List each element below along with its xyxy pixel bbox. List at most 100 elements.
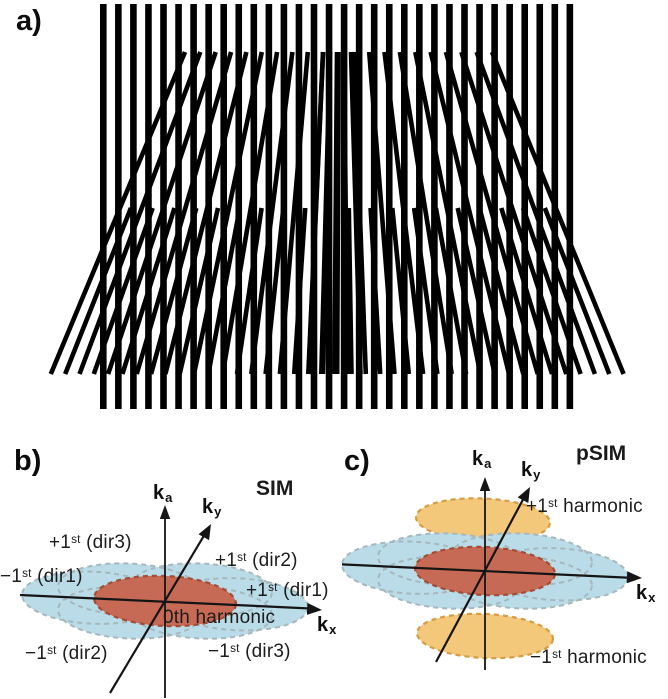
fan-line	[368, 207, 383, 375]
grating-bar	[461, 4, 468, 409]
fan-line	[91, 207, 155, 375]
fan-line	[413, 51, 483, 375]
fan-line	[206, 207, 243, 375]
fan-line	[366, 51, 397, 375]
kx-axis-arrow	[626, 571, 642, 584]
otf-support-outline	[129, 585, 273, 640]
fan-line	[346, 207, 354, 375]
diagonal-fan-grating	[48, 51, 626, 375]
fan-line	[443, 51, 540, 375]
fan-line	[428, 51, 512, 375]
grating-bar	[431, 4, 438, 409]
fan-line	[77, 51, 203, 375]
panel-c-ka-axis-label: ka	[472, 448, 492, 472]
panel-c-label-plus1st-harmonic: +1st harmonic	[526, 496, 643, 517]
otf-support-outline	[129, 562, 273, 617]
otf-support-outline	[449, 532, 593, 587]
panel-c-title: pSIM	[576, 442, 627, 465]
fan-line	[411, 207, 440, 375]
grating-bar	[491, 4, 498, 409]
panel-c-kx-axis-label: kx	[636, 583, 656, 606]
ky-axis-line	[435, 494, 527, 663]
axis-label-sub: a	[165, 490, 173, 506]
fan-line	[382, 51, 426, 375]
fan-line	[177, 207, 221, 375]
grating-bar	[130, 4, 137, 409]
grating-bar	[370, 4, 378, 409]
axial-harmonic-ellipse	[416, 498, 550, 542]
panel-b-label-plus1st-dir1: +1st (dir1)	[246, 580, 329, 601]
axis-label-base: k	[472, 448, 484, 470]
grating-bar	[536, 4, 544, 409]
axial-harmonic-outline	[415, 612, 555, 660]
fan-line	[48, 51, 188, 375]
fan-line	[277, 51, 311, 375]
ky-axis-arrow	[517, 487, 530, 503]
fan-line	[163, 51, 249, 375]
sim-spectrum-diagram	[19, 505, 322, 698]
panel-b-ka-axis-label: ka	[153, 482, 173, 506]
fan-line	[249, 51, 295, 375]
fan-line	[542, 207, 612, 375]
grating-bar	[446, 4, 453, 409]
grating-bar	[235, 4, 243, 409]
grating-bar	[566, 4, 574, 409]
kx-axis-arrow	[306, 602, 322, 615]
panel-b-label-minus1st-dir3: −1st (dir3)	[208, 641, 291, 662]
fan-line	[291, 207, 308, 375]
fan-line	[348, 51, 363, 375]
fan-line	[134, 51, 234, 375]
ka-axis-arrow	[479, 477, 491, 491]
axis-label-sub: a	[484, 456, 492, 472]
fan-line	[459, 51, 569, 375]
fan-line	[520, 207, 583, 375]
fan-line	[191, 51, 265, 375]
fan-line	[390, 207, 412, 375]
fan-line	[306, 51, 326, 375]
axis-label-base: k	[153, 482, 165, 504]
panel-c-letter: c)	[344, 445, 370, 477]
grating-bar	[385, 4, 393, 409]
grating-bar	[190, 4, 197, 409]
fan-line	[148, 207, 199, 375]
fan-line	[474, 51, 598, 375]
fan-line	[433, 207, 469, 375]
psim-spectrum-diagram	[341, 477, 642, 670]
fan-line	[220, 51, 280, 375]
grating-bar	[265, 4, 273, 409]
grating-bar	[295, 4, 303, 409]
fan-line	[332, 51, 340, 375]
fan-line	[499, 207, 555, 375]
fan-line	[341, 51, 350, 375]
axis-label-base: k	[317, 614, 329, 636]
axis-label-sub: x	[329, 622, 337, 638]
fan-line	[263, 207, 286, 375]
fan-line	[63, 207, 134, 375]
grating-bar	[416, 4, 423, 409]
grating-bar	[325, 4, 333, 409]
kx-axis-line	[19, 593, 314, 610]
fan-line	[105, 51, 218, 375]
panel-b-letter: b)	[14, 445, 42, 477]
axis-label-base: k	[202, 496, 214, 518]
fan-line	[351, 51, 369, 375]
grating-bar	[145, 4, 152, 409]
fan-line	[489, 51, 626, 375]
panel-b-label-minus1st-dir2: −1st (dir2)	[25, 643, 108, 664]
grating-bar	[100, 4, 107, 409]
ky-axis-line	[109, 531, 208, 694]
axis-label-sub: y	[214, 504, 222, 520]
axis-label-base: k	[521, 459, 533, 481]
axis-label-sub: x	[648, 590, 656, 606]
panel-b-label-zeroth-harmonic: 0th harmonic	[163, 607, 276, 628]
ky-axis-arrow	[198, 524, 211, 541]
grating-bar	[220, 4, 227, 409]
panel-b-kx-axis-label: kx	[317, 614, 337, 638]
panel-b-label-plus1st-dir2: +1st (dir2)	[215, 550, 298, 571]
fan-line	[477, 207, 526, 375]
fan-line	[319, 51, 333, 375]
ka-axis-arrow	[159, 505, 171, 519]
fan-line	[234, 207, 264, 375]
panel-b-ky-axis-label: ky	[202, 496, 222, 520]
